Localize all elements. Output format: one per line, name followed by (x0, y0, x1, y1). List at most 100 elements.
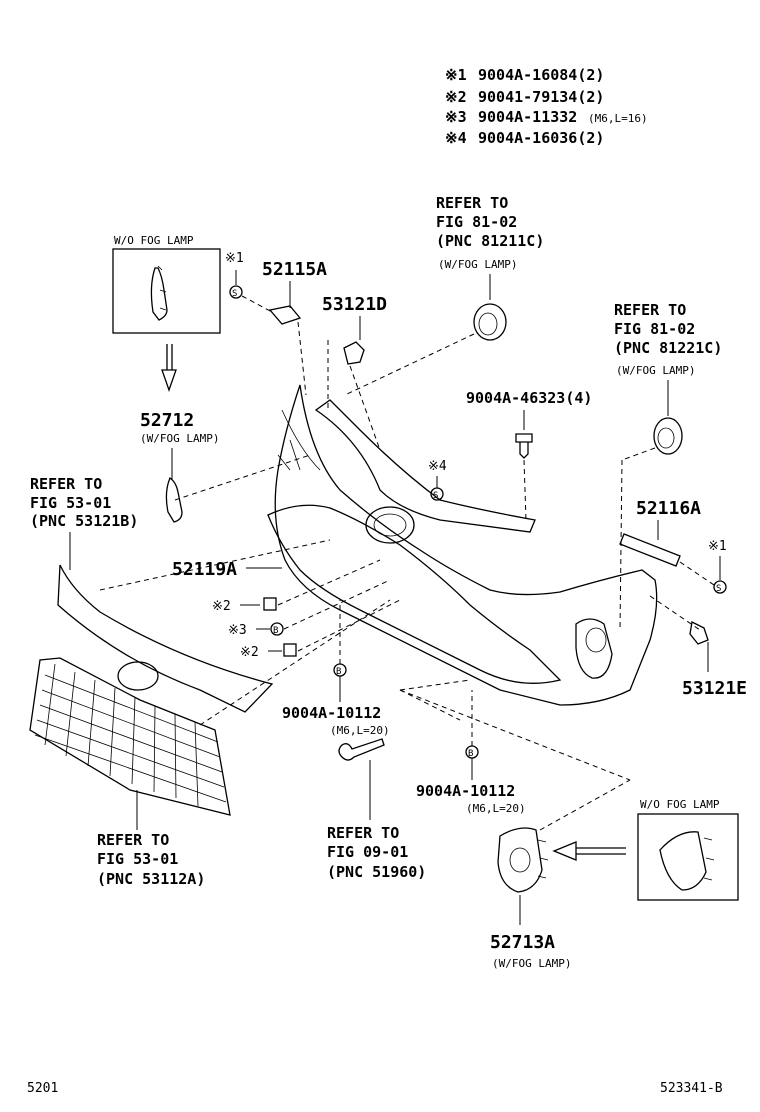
fog-lamp-opening (575, 618, 613, 679)
mark-4-screw: ※4 S (428, 459, 447, 501)
part-number-53121e: 53121E (682, 678, 747, 699)
part-number-9004a-10112-b: 9004A-10112 (416, 782, 515, 800)
legend-mark-2: ※2 (445, 88, 467, 106)
wo-fog-lamp-inset-bottom: W/O FOG LAMP (552, 798, 739, 901)
legend-mark-4: ※4 (445, 129, 467, 147)
ref-53112a-line2: FIG 53-01 (97, 850, 178, 868)
part-number-9004a-10112-a: 9004A-10112 (282, 704, 381, 722)
fog-lamp-right-drawing (653, 417, 683, 455)
fog-lamp-left-drawing (473, 303, 507, 341)
bolt-spec-b: (M6,L=20) (466, 802, 526, 815)
part-52116a: 52116A ※1 S (619, 498, 727, 631)
part-53121d: 53121D (322, 294, 387, 451)
ref-81221c-line3: (PNC 81221C) (614, 339, 722, 357)
bumper-cover-outline (274, 384, 658, 706)
down-arrow-icon (161, 344, 177, 392)
ref-81211c-line2: FIG 81-02 (436, 213, 517, 231)
footer-right: 523341-B (660, 1081, 723, 1096)
bracket-52116a-drawing (619, 533, 681, 567)
part-number-53121d: 53121D (322, 294, 387, 315)
bolt-spec-a: (M6,L=20) (330, 724, 390, 737)
mark-1-top: ※1 (225, 251, 244, 266)
legend: ※1 9004A-16084(2) ※2 90041-79134(2) ※3 9… (445, 66, 648, 147)
mark-3: ※3 (228, 623, 247, 638)
emblem-opening (117, 661, 159, 691)
part-number-52116a: 52116A (636, 498, 701, 519)
screw-46323-drawing (515, 433, 533, 459)
ref-53112a-line1: REFER TO (97, 831, 169, 849)
svg-text:B: B (273, 626, 278, 636)
svg-text:S: S (232, 289, 237, 299)
fog-lamp-left: REFER TO FIG 81-02 (PNC 81211C) (W/FOG L… (344, 194, 544, 396)
blank-cover-drawing (659, 831, 707, 891)
part-52712-note: (W/FOG LAMP) (140, 432, 219, 445)
ref-81211c-line1: REFER TO (436, 194, 508, 212)
wo-fog-lamp-label-bottom: W/O FOG LAMP (640, 798, 720, 811)
towing-eye-drawing (338, 738, 385, 761)
part-number-52119a: 52119A (172, 559, 237, 580)
wo-fog-lamp-inset-top: W/O FOG LAMP (112, 234, 221, 392)
legend-part-4: 9004A-16036(2) (478, 129, 604, 147)
mark-1-right: ※1 (708, 539, 727, 554)
bolt-9004a-10112-a: B 9004A-10112 (M6,L=20) (282, 600, 390, 737)
fog-lamp-cover-drawing (497, 827, 543, 893)
fog-lamp-right: REFER TO FIG 81-02 (PNC 81221C) (W/FOG L… (614, 301, 722, 631)
part-52115a: ※1 S 52115A (225, 251, 327, 396)
ref-53112a-line3: (PNC 53112A) (97, 870, 205, 888)
part-number-52115a: 52115A (262, 259, 327, 280)
ref-53121b-line2: FIG 53-01 (30, 494, 111, 512)
mark-2-a: ※2 (212, 599, 231, 614)
screw-symbol (229, 285, 243, 299)
ref-81211c-line3: (PNC 81211C) (436, 232, 544, 250)
bracket-52115a-drawing (268, 305, 302, 325)
nut-drawing-a (263, 597, 277, 611)
upper-retainer (314, 399, 536, 533)
small-hardware: ※2 ※3 B ※2 (212, 559, 401, 660)
garnish-part-drawing (150, 267, 168, 321)
wo-fog-lamp-label-top: W/O FOG LAMP (114, 234, 194, 247)
svg-text:S: S (716, 584, 721, 594)
upper-molding-drawing (57, 564, 274, 713)
fog-lamp-garnish-drawing (165, 477, 183, 523)
left-arrow-icon (552, 841, 626, 861)
part-9004a-46323: 9004A-46323(4) (466, 389, 592, 521)
emblem-ring (365, 506, 415, 544)
ref-81221c-line1: REFER TO (614, 301, 686, 319)
part-52712: 52712 (W/FOG LAMP) (140, 410, 219, 523)
part-52713a-note: (W/FOG LAMP) (492, 957, 571, 970)
ref-51960-line2: FIG 09-01 (327, 843, 408, 861)
bolt-9004a-10112-b: B 9004A-10112 (M6,L=20) (416, 690, 526, 815)
part-number-52713a: 52713A (490, 932, 555, 953)
ref-53121b-line3: (PNC 53121B) (30, 512, 138, 530)
part-52713a: 52713A (W/FOG LAMP) (490, 779, 631, 970)
ref-51960-line3: (PNC 51960) (327, 863, 426, 881)
svg-text:B: B (336, 667, 341, 677)
legend-part-1: 9004A-16084(2) (478, 66, 604, 84)
legend-part-3: 9004A-11332 (478, 108, 577, 126)
legend-mark-3: ※3 (445, 108, 467, 126)
mark-4-label: ※4 (428, 459, 447, 474)
legend-mark-1: ※1 (445, 66, 467, 84)
grille-outline (29, 657, 231, 816)
towing-eye-51960: REFER TO FIG 09-01 (PNC 51960) (327, 738, 426, 881)
clip-53121e-drawing (689, 621, 709, 645)
part-number-52712: 52712 (140, 410, 194, 431)
inset-frame (112, 248, 221, 334)
legend-part-2: 90041-79134(2) (478, 88, 604, 106)
legend-spec-3: (M6,L=16) (588, 112, 648, 125)
footer-left: 5201 (27, 1081, 58, 1096)
radiator-grille: REFER TO FIG 53-01 (PNC 53112A) (29, 657, 231, 888)
svg-text:B: B (468, 749, 473, 759)
nut-drawing-b (283, 643, 297, 657)
ref-81221c-line2: FIG 81-02 (614, 320, 695, 338)
clip-53121d-drawing (343, 341, 365, 365)
mark-2-b: ※2 (240, 645, 259, 660)
ref-81221c-note: (W/FOG LAMP) (616, 364, 695, 377)
svg-text:S: S (433, 491, 438, 501)
part-53121e: 53121E (682, 621, 747, 699)
part-number-9004a-46323: 9004A-46323(4) (466, 389, 592, 407)
ref-81211c-note: (W/FOG LAMP) (438, 258, 517, 271)
ref-53121b-line1: REFER TO (30, 475, 102, 493)
